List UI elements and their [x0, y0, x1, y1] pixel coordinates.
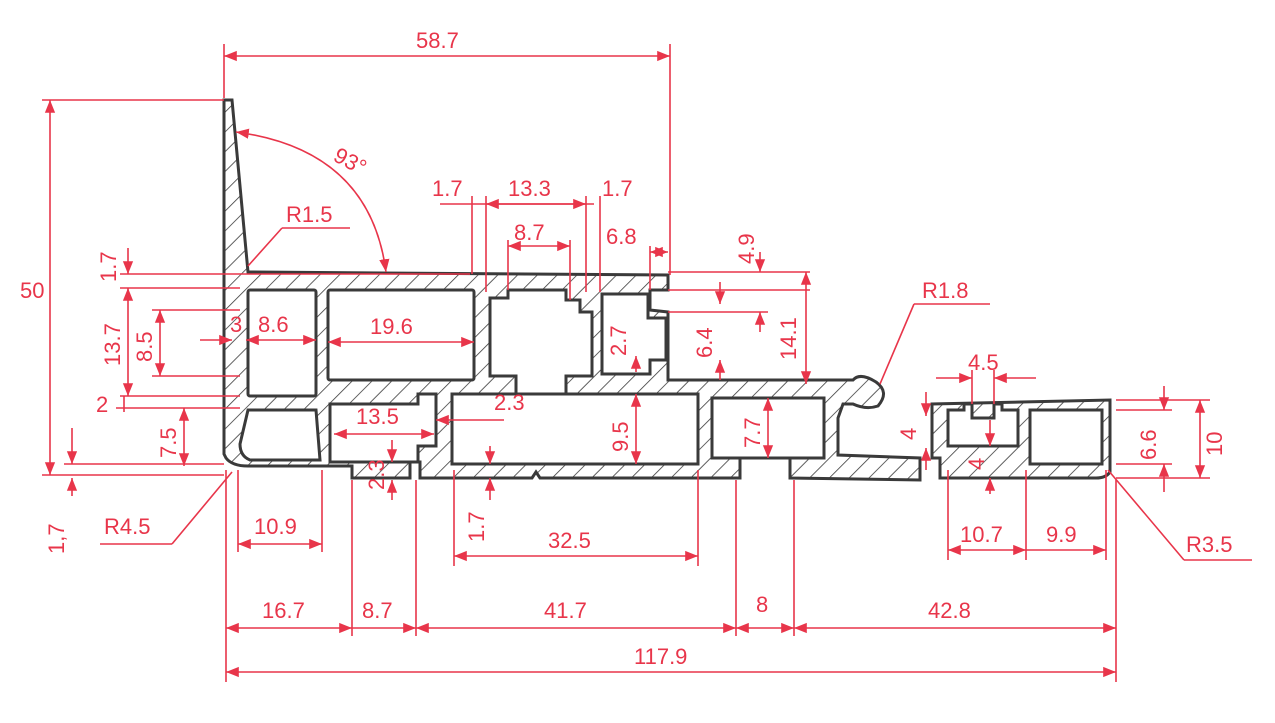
dim-8-7-bottom: 8.7: [362, 598, 393, 623]
dim-8-7-top: 8.7: [514, 220, 545, 245]
chamber-6: [328, 392, 438, 464]
dim-16-7: 16.7: [262, 598, 305, 623]
dim-1-7c: 1.7: [464, 511, 489, 542]
dim-10: 10: [1202, 432, 1227, 456]
dim-1-7b: 1.7: [602, 176, 633, 201]
dim-10-9: 10.9: [254, 514, 297, 539]
radius-r1-8: R1.8: [922, 278, 968, 303]
dim-2: 2: [96, 392, 108, 417]
dim-14-1: 14.1: [776, 317, 801, 360]
dim-total-width: 117.9: [634, 644, 687, 669]
dim-8-5: 8.5: [132, 331, 157, 362]
dim-7-7: 7.7: [740, 417, 765, 448]
dimension-labels: 58.7 93° 50 1.7 13.7 8.5 2 7.5 1,7 3 8.6…: [20, 28, 1232, 669]
dim-top-lip: 1.7: [96, 251, 121, 282]
dim-6-8: 6.8: [606, 224, 637, 249]
dim-1-7a: 1.7: [432, 176, 463, 201]
dim-2-3a: 2.3: [494, 390, 525, 415]
dim-2-3b: 2.3: [364, 459, 389, 490]
chamber-7: [450, 392, 700, 466]
dim-4a: 4: [896, 428, 921, 440]
dim-32-5: 32.5: [548, 528, 591, 553]
chamber-1: [246, 288, 318, 398]
dim-13-3: 13.3: [508, 176, 551, 201]
profile-outline: [222, 98, 1112, 482]
dim-7-5: 7.5: [156, 427, 181, 458]
dim-19-6: 19.6: [370, 314, 413, 339]
dim-bottom-lip: 1,7: [44, 523, 69, 554]
chamber-2: [326, 288, 476, 382]
radius-r3-5: R3.5: [1186, 532, 1232, 557]
radius-r1-5: R1.5: [286, 202, 332, 227]
dim-9-5: 9.5: [608, 421, 633, 452]
dim-height: 50: [20, 278, 44, 303]
dim-10-7: 10.7: [960, 522, 1003, 547]
dim-6-6: 6.6: [1136, 429, 1161, 460]
dim-angle: 93°: [330, 142, 371, 180]
chamber-5: [238, 408, 322, 462]
dim-8: 8: [756, 592, 768, 617]
dim-13-5: 13.5: [356, 404, 399, 429]
dim-4b: 4: [964, 458, 989, 470]
dim-top-width: 58.7: [416, 28, 459, 53]
dim-3: 3: [230, 312, 242, 337]
chamber-3: [488, 288, 594, 396]
dim-4-9: 4.9: [734, 233, 759, 264]
dim-6-4: 6.4: [692, 327, 717, 358]
dim-4-5: 4.5: [968, 350, 999, 375]
chamber-10: [1028, 408, 1104, 466]
chamber-4: [600, 292, 668, 376]
dim-2-7: 2.7: [606, 325, 631, 356]
dim-13-7: 13.7: [100, 323, 125, 366]
dim-8-6: 8.6: [258, 312, 289, 337]
dimension-lines: [42, 44, 1252, 682]
dim-41-7: 41.7: [544, 598, 587, 623]
dim-9-9: 9.9: [1046, 522, 1077, 547]
dim-42-8: 42.8: [928, 598, 971, 623]
radius-r4-5: R4.5: [104, 514, 150, 539]
